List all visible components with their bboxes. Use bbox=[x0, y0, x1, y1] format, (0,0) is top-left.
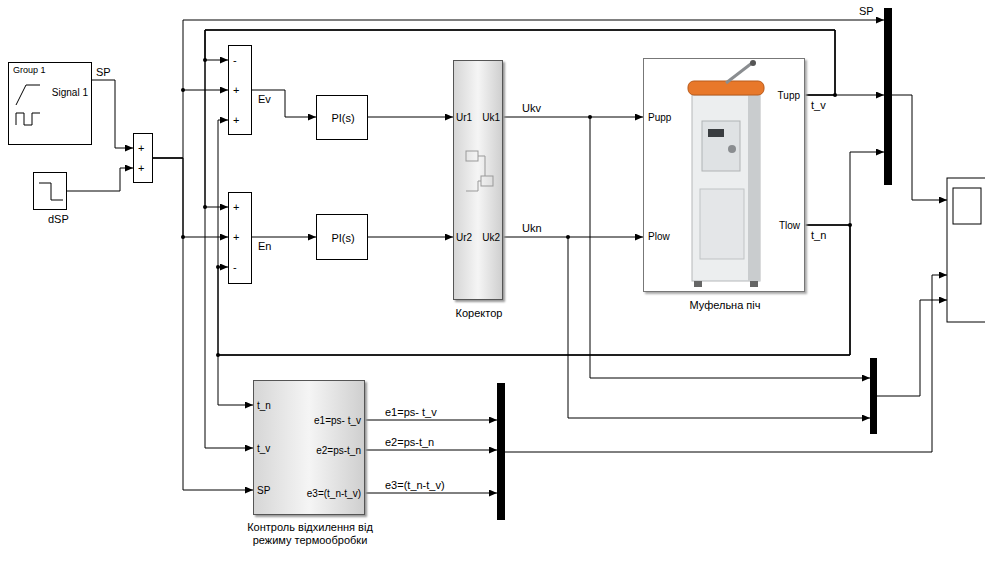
mux-bar bbox=[884, 8, 892, 185]
port-label: e2=ps-t_n bbox=[316, 445, 361, 457]
signal-icon bbox=[9, 63, 91, 144]
port-label: Ur1 bbox=[456, 112, 472, 124]
signal-name: Ukv bbox=[521, 102, 542, 114]
signal-name: e2=ps-t_n bbox=[384, 436, 435, 448]
port-label: Plow bbox=[648, 231, 670, 243]
sum-block: + + - bbox=[228, 192, 252, 284]
signal-line bbox=[835, 95, 884, 96]
signal-name: SP bbox=[95, 66, 112, 78]
sign-label: + bbox=[138, 162, 144, 175]
signal-name: SP bbox=[858, 5, 875, 17]
step-icon bbox=[34, 173, 66, 209]
block-name: Коректор bbox=[434, 307, 524, 320]
block-label: PI(s) bbox=[331, 232, 354, 245]
subsystem-icon bbox=[454, 61, 502, 299]
signal-line bbox=[67, 168, 133, 191]
port-label: Tupp bbox=[778, 90, 800, 102]
port-label: Uk1 bbox=[482, 112, 500, 124]
signal-line bbox=[503, 237, 643, 238]
block-name: dSP bbox=[48, 213, 69, 226]
signal-line bbox=[590, 117, 870, 378]
signal-line bbox=[252, 237, 316, 238]
signal-line bbox=[892, 95, 947, 200]
mux-bar bbox=[497, 383, 505, 520]
signal-line bbox=[153, 158, 253, 490]
signal-line bbox=[252, 90, 316, 117]
signal-line bbox=[368, 117, 453, 118]
sign-label: + bbox=[233, 231, 239, 244]
signal-line bbox=[365, 420, 497, 421]
signal-line bbox=[505, 275, 947, 452]
signal-name: Signal 1 bbox=[52, 87, 88, 99]
junction-dots bbox=[181, 58, 852, 357]
signal-line bbox=[368, 237, 453, 238]
signal-line bbox=[153, 158, 228, 237]
signal-name: e3=(t_n-t_v) bbox=[384, 479, 446, 491]
corrector-subsystem: Ur1Uk1Ur2Uk2Коректор bbox=[453, 60, 503, 300]
signal-line bbox=[877, 300, 947, 396]
port-label: e1=ps- t_v bbox=[314, 415, 361, 427]
port-label: Uk2 bbox=[482, 232, 500, 244]
signal-name: En bbox=[257, 240, 272, 252]
signal-name: e1=ps- t_v bbox=[384, 406, 438, 418]
signal-line bbox=[850, 152, 884, 225]
sum-block: - + + bbox=[228, 45, 252, 135]
signal-builder-block: Group 1 Signal 1 bbox=[8, 62, 92, 145]
signal-name: t_v bbox=[810, 99, 827, 111]
sign-label: - bbox=[233, 261, 237, 274]
signal-line bbox=[365, 450, 497, 451]
sum-block: ++ bbox=[133, 133, 153, 183]
pi-controller: PI(s) bbox=[316, 95, 368, 140]
signal-name: Ukn bbox=[521, 222, 543, 234]
port-label: t_n bbox=[257, 400, 271, 412]
signal-line bbox=[92, 80, 133, 148]
port-label: t_v bbox=[257, 443, 270, 455]
signal-name: t_n bbox=[810, 229, 827, 241]
pi-controller: PI(s) bbox=[316, 214, 368, 260]
sign-label: - bbox=[233, 54, 237, 67]
block-title: Group 1 bbox=[13, 65, 46, 76]
signal-line bbox=[503, 117, 643, 118]
block-label: PI(s) bbox=[331, 112, 354, 125]
port-label: SP bbox=[257, 485, 270, 497]
sign-label: + bbox=[233, 114, 239, 127]
deviation-control-subsystem: t_nt_vSPe1=ps- t_ve2=ps-t_ne3=(t_n-t_v)К… bbox=[253, 380, 365, 515]
sign-label: + bbox=[233, 84, 239, 97]
port-label: e3=(t_n-t_v) bbox=[307, 488, 361, 500]
block-name: Муфельна піч bbox=[644, 299, 806, 312]
mux-bar bbox=[870, 358, 877, 434]
sign-label: + bbox=[138, 142, 144, 155]
furnace-block: PuppPlowTuppTlowМуфельна піч bbox=[643, 58, 805, 292]
port-label: Ur2 bbox=[456, 232, 472, 244]
scope-block bbox=[947, 178, 985, 322]
sign-label: + bbox=[233, 201, 239, 214]
port-label: Pupp bbox=[648, 112, 671, 124]
port-label: Tlow bbox=[779, 220, 800, 232]
block-name: Контроль відхилення від режиму термообро… bbox=[235, 521, 385, 547]
signal-name: Ev bbox=[257, 93, 272, 105]
scope-screen bbox=[953, 188, 981, 224]
signal-line bbox=[365, 493, 497, 494]
step-block: dSP bbox=[33, 172, 67, 210]
signal-line bbox=[153, 90, 228, 158]
